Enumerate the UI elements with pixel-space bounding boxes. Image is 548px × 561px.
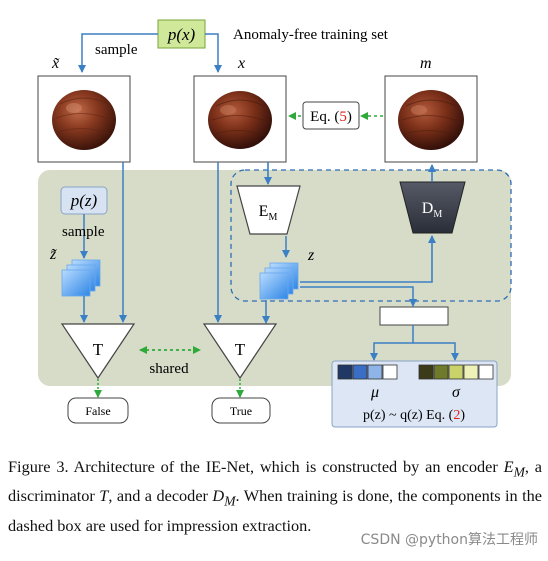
false-output-box — [67, 397, 129, 424]
projection-block — [379, 306, 449, 326]
m-label: m — [420, 55, 432, 72]
mu-cell — [337, 364, 353, 380]
z-tilde-feature-stack — [61, 259, 101, 297]
sigma-label: σ — [452, 384, 461, 401]
sigma-vector — [418, 364, 494, 380]
x-tilde-label: x̃ — [51, 55, 60, 72]
encoder-block — [236, 185, 301, 235]
discriminator-right — [202, 323, 278, 380]
hazelnut-x-tilde — [52, 90, 116, 150]
anomaly-free-label: Anomaly-free training set — [233, 27, 389, 43]
mu-cell — [352, 364, 368, 380]
mu-cell — [382, 364, 398, 380]
x-label: x — [237, 55, 245, 72]
sample-left-label: sample — [62, 224, 105, 240]
sigma-cell — [418, 364, 434, 380]
decoder-label: DM — [422, 200, 443, 220]
watermark: CSDN @python算法工程师 — [360, 532, 538, 548]
px-label: p(x) — [167, 25, 196, 44]
mu-vector — [337, 364, 398, 380]
hazelnut-m — [398, 90, 464, 150]
arrow-z-to-decoder — [300, 235, 436, 283]
sigma-cell — [478, 364, 494, 380]
px-box — [157, 19, 206, 49]
z-tilde-label: z̃ — [49, 246, 57, 263]
hazelnut-x — [208, 91, 272, 149]
encoder-label: EM — [259, 203, 278, 223]
architecture-diagram: p(x) Anomaly-free training set sample x̃… — [37, 19, 512, 428]
sigma-cell — [448, 364, 464, 380]
sigma-cell — [433, 364, 449, 380]
impression-extraction-box — [230, 169, 512, 302]
sigma-cell — [463, 364, 479, 380]
z-label: z — [307, 247, 315, 264]
t-left-label: T — [93, 340, 104, 359]
false-label: False — [85, 404, 110, 418]
arrow-to-sigma — [413, 342, 459, 361]
true-label: True — [230, 404, 252, 418]
arrow-z-to-projection — [300, 286, 417, 307]
discriminator-left — [60, 323, 136, 380]
z-feature-stack — [259, 262, 299, 300]
arrow-to-mu — [370, 325, 414, 361]
mu-label: μ — [370, 384, 379, 401]
figure-caption: Figure 3. Architecture of the IE-Net, wh… — [8, 457, 543, 535]
decoder-block — [399, 181, 466, 234]
shared-label: shared — [149, 361, 189, 377]
sample-top-label: sample — [95, 42, 138, 58]
kl-equation-label: p(z) ~ q(z) Eq. (2) — [363, 408, 465, 423]
arrow-px-to-xtilde — [78, 33, 158, 73]
mu-cell — [367, 364, 383, 380]
arrow-px-to-x — [205, 33, 222, 73]
eq5-label: Eq. (5) — [310, 109, 352, 125]
true-output-box — [211, 397, 271, 424]
t-right-label: T — [235, 340, 246, 359]
pz-label: p(z) — [70, 191, 98, 210]
eq5-box — [302, 101, 360, 130]
